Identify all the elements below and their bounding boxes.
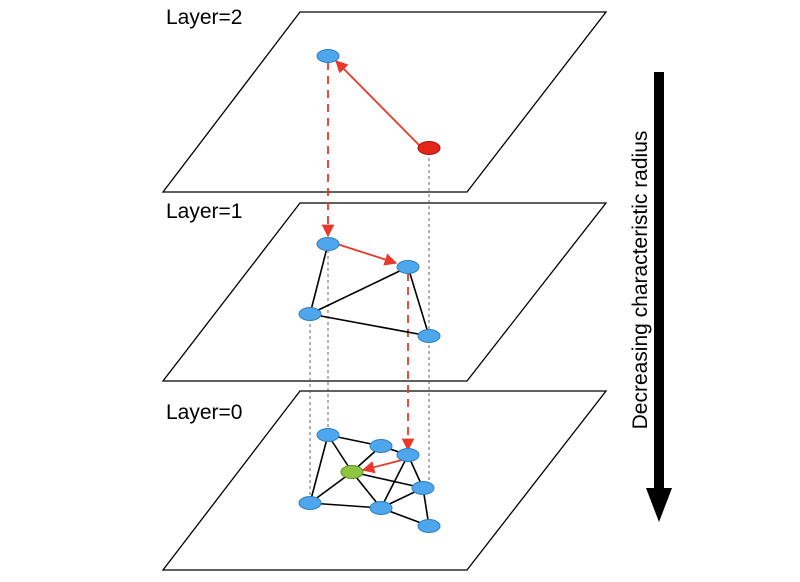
layer-1-edges: [309, 243, 430, 337]
layer-1-node: [298, 307, 322, 321]
plane-layer-0: [161, 390, 608, 571]
layer-0-label: Layer=0: [166, 401, 243, 424]
layer-1-label: Layer=1: [166, 200, 243, 223]
layer-0-node: [369, 501, 393, 515]
layer-1-node: [417, 329, 441, 343]
layer-2-node: [316, 49, 340, 63]
layer-0-node: [316, 428, 340, 442]
layer-0-node: [411, 481, 435, 495]
layer-0-node: [417, 519, 441, 533]
plane-layer-1: [161, 202, 608, 382]
plane-layer-2: [161, 11, 608, 193]
descent-arrows: [321, 62, 415, 452]
search-path-arrows: [335, 60, 420, 474]
layer-1-node: [316, 237, 340, 251]
axis-label: Decreasing characteristic radius: [629, 130, 652, 430]
layer-0-node: [396, 448, 420, 462]
projection-lines: [309, 152, 430, 497]
layer-2-label: Layer=2: [166, 6, 243, 29]
entry-point-node: [417, 141, 441, 155]
layer-0-node: [369, 439, 393, 453]
layer-0-node: [298, 496, 322, 510]
layer-1-node: [396, 260, 420, 274]
radius-direction-arrow: [646, 72, 672, 522]
nearest-neighbor-node: [340, 465, 364, 479]
